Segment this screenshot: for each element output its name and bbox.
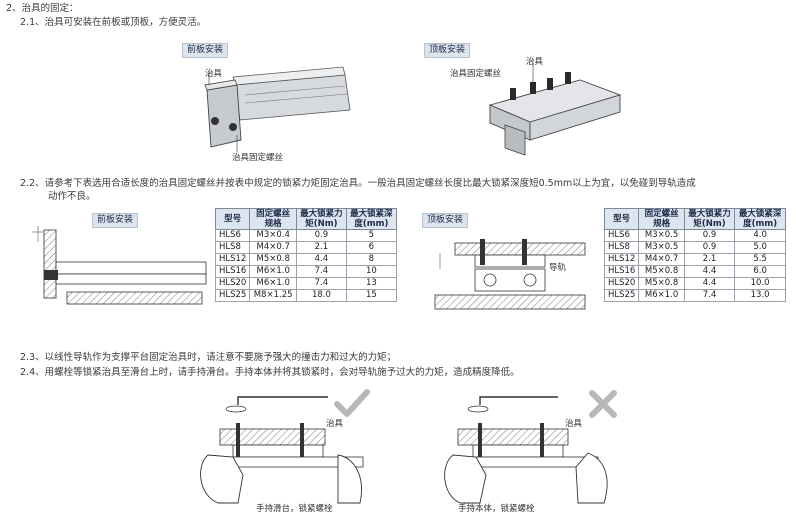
table-cell: HLS8 xyxy=(214,241,251,254)
table-cell: 13 xyxy=(345,277,398,290)
front-mount-header: 前板安装 xyxy=(182,43,229,58)
fixture-label: 治具 xyxy=(565,419,583,429)
table-cell: HLS12 xyxy=(214,253,251,266)
table-cell: M5×0.8 xyxy=(638,277,685,290)
table-cell: 7.4 xyxy=(683,289,736,302)
table-cell: 6 xyxy=(345,241,398,254)
table-cell: 2.1 xyxy=(296,241,347,254)
table-cell: 4.4 xyxy=(683,265,736,278)
table-cell: 4.4 xyxy=(683,277,736,290)
fixture-label: 治具 xyxy=(326,419,344,429)
table-cell: 5.5 xyxy=(734,253,786,266)
table-cell: HLS6 xyxy=(603,229,640,242)
table-cell: HLS12 xyxy=(603,253,640,266)
top-section-header: 顶板安装 xyxy=(422,213,469,228)
table-cell: 2.1 xyxy=(683,253,736,266)
table-cell: 0.9 xyxy=(683,241,736,254)
table-cell: HLS16 xyxy=(603,265,640,278)
table-cell: 15 xyxy=(345,289,398,302)
table-cell: 10.0 xyxy=(734,277,786,290)
fixture-label: 治具 xyxy=(205,69,223,79)
table-cell: HLS6 xyxy=(214,229,251,242)
top-mount-illustration xyxy=(488,62,622,156)
column-header: 固定螺丝规格 xyxy=(638,208,685,230)
table-cell: 8 xyxy=(345,253,398,266)
table-cell: M8×1.25 xyxy=(249,289,298,302)
table-cell: M3×0.4 xyxy=(249,229,298,242)
column-header: 型号 xyxy=(603,208,640,230)
table-cell: M4×0.7 xyxy=(638,253,685,266)
table-cell: M5×0.8 xyxy=(249,253,298,266)
front-section-diagram xyxy=(32,226,207,305)
table-cell: HLS20 xyxy=(214,277,251,290)
table-cell: HLS20 xyxy=(603,277,640,290)
paragraph-2-3: 2.3、以线性导轨作为支撑平台固定治具时，请注意不要施予强大的撞击力和过大的力矩… xyxy=(20,352,397,363)
table-cell: M3×0.5 xyxy=(638,229,685,242)
table-cell: M5×0.8 xyxy=(638,265,685,278)
table-cell: 6.0 xyxy=(734,265,786,278)
paragraph-2-4: 2.4、用螺栓等锁紧治具至滑台上时，请手持滑台。手持本体并将其锁紧时，会对导轨施… xyxy=(20,367,520,378)
hold-body-illustration xyxy=(444,396,608,504)
table-cell: 18.0 xyxy=(296,289,347,302)
table-cell: M6×1.0 xyxy=(638,289,685,302)
table-cell: HLS25 xyxy=(603,289,640,302)
cross-icon xyxy=(589,390,617,418)
column-header: 最大锁紧力矩(Nm) xyxy=(296,208,347,230)
table-cell: M6×1.0 xyxy=(249,265,298,278)
column-header: 型号 xyxy=(214,208,251,230)
hold-slide-caption: 手持滑台，锁紧螺栓 xyxy=(256,504,333,514)
front-section-header: 前板安装 xyxy=(92,213,139,228)
paragraph-2-2: 2.2、请参考下表选用合适长度的治具固定螺丝并按表中规定的锁紧力矩固定治具。一般… xyxy=(20,178,696,189)
rail-label: 导轨 xyxy=(549,263,567,273)
table-cell: 4.4 xyxy=(296,253,347,266)
table-cell: 0.9 xyxy=(296,229,347,242)
front-mount-illustration xyxy=(204,66,351,152)
table-cell: 4.0 xyxy=(734,229,786,242)
top-mount-header: 顶板安装 xyxy=(424,43,471,58)
table-cell: M4×0.7 xyxy=(249,241,298,254)
fixture-screw-label: 治具固定螺丝 xyxy=(450,69,502,79)
table-cell: 5.0 xyxy=(734,241,786,254)
column-header: 最大锁紧深度(mm) xyxy=(345,208,398,230)
table-cell: 13.0 xyxy=(734,289,786,302)
table-cell: HLS16 xyxy=(214,265,251,278)
table-cell: HLS8 xyxy=(603,241,640,254)
fixture-label: 治具 xyxy=(526,57,544,67)
table-cell: 10 xyxy=(345,265,398,278)
table-cell: HLS25 xyxy=(214,289,251,302)
section-title: 2、治具的固定： xyxy=(6,3,79,14)
column-header: 最大锁紧深度(mm) xyxy=(734,208,786,230)
table-cell: M3×0.5 xyxy=(638,241,685,254)
check-icon xyxy=(334,389,370,417)
table-cell: 0.9 xyxy=(683,229,736,242)
table-cell: 5 xyxy=(345,229,398,242)
table-cell: 7.4 xyxy=(296,277,347,290)
hold-slide-illustration xyxy=(200,396,364,504)
fixture-screw-label: 治具固定螺丝 xyxy=(232,153,284,163)
table-cell: 7.4 xyxy=(296,265,347,278)
table-cell: M6×1.0 xyxy=(249,277,298,290)
top-section-diagram xyxy=(434,239,586,310)
paragraph-2-1: 2.1、治具可安装在前板或顶板，方便灵活。 xyxy=(20,17,207,28)
hold-body-caption: 手持本体，锁紧螺栓 xyxy=(458,504,535,514)
paragraph-2-2-continued: 动作不良。 xyxy=(48,191,96,202)
column-header: 最大锁紧力矩(Nm) xyxy=(683,208,736,230)
column-header: 固定螺丝规格 xyxy=(249,208,298,230)
